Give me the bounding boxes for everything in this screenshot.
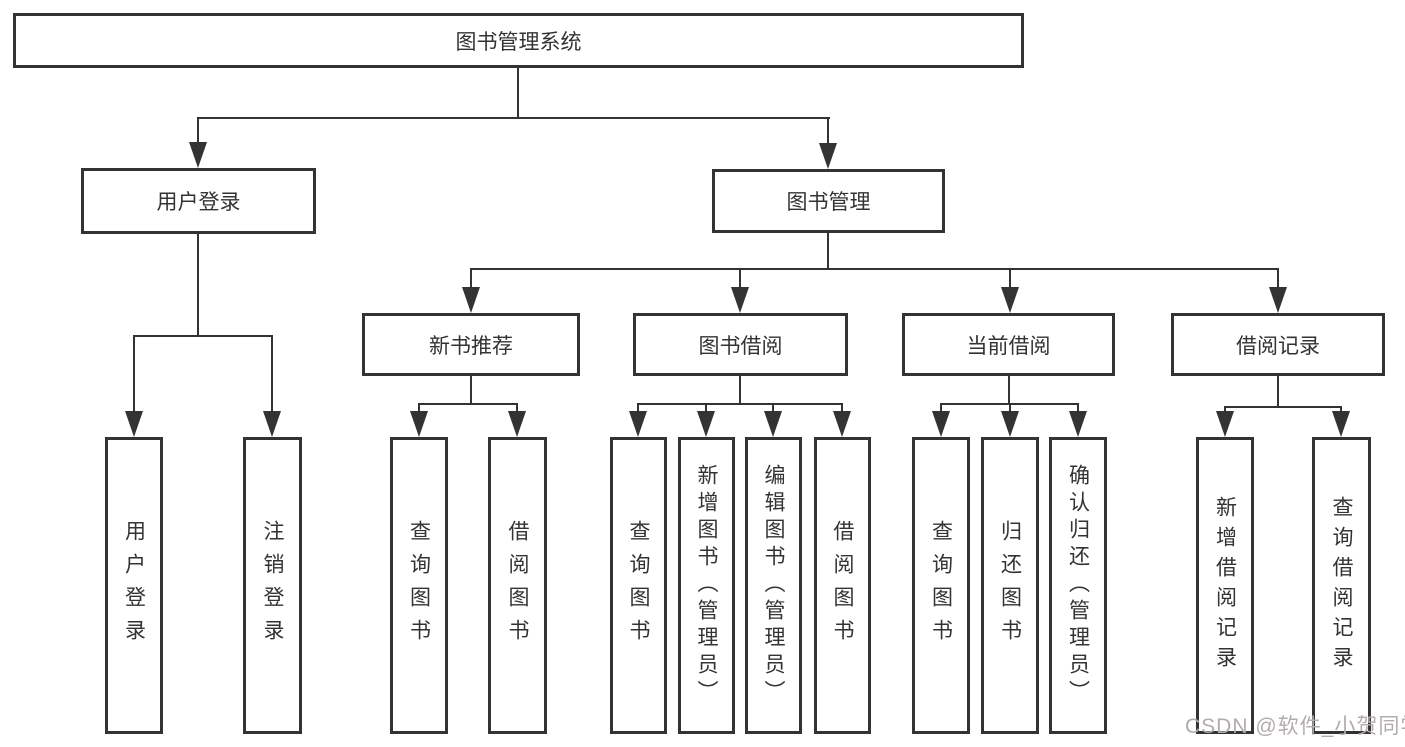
connector-borrow-drop-1 [637, 403, 639, 413]
leaf-current-query-book-label: 查询图书 [929, 519, 953, 652]
connector-root-drop-left [197, 117, 199, 147]
connector-recommend-stem [470, 376, 472, 405]
connector-record-drop-2 [1340, 406, 1342, 414]
connector-root-stem [517, 68, 519, 118]
node-book-borrow: 图书借阅 [633, 313, 848, 376]
leaf-current-query-book: 查询图书 [912, 437, 970, 734]
leaf-borrow-book: 借阅图书 [814, 437, 871, 734]
connector-borrow-hbar [638, 403, 843, 405]
connector-recommend-hbar [419, 403, 518, 405]
connector-borrow-stem [739, 376, 741, 405]
leaf-logout-label: 注销登录 [261, 519, 284, 652]
node-user-login: 用户登录 [81, 168, 316, 234]
connector-root-hbar [198, 117, 830, 119]
arrow-to-borrow-record [1269, 287, 1287, 313]
connector-current-drop-1 [940, 403, 942, 413]
arrow-current-leaf-1 [932, 411, 950, 437]
csdn-watermark: CSDN @软件_小贺同学 [1185, 715, 1405, 738]
connector-record-hbar [1225, 406, 1342, 408]
leaf-recommend-query-book: 查询图书 [390, 437, 448, 734]
leaf-query-borrow-record-label: 查询借阅记录 [1330, 495, 1353, 676]
leaf-return-book-label: 归还图书 [998, 519, 1022, 652]
arrow-recommend-leaf-1 [410, 411, 428, 437]
leaf-add-book-admin: 新增图书（管理员） [678, 437, 735, 734]
connector-record-stem [1277, 376, 1279, 408]
arrow-to-leaf-logout [263, 411, 281, 437]
leaf-edit-book-admin-label: 编辑图书（管理员） [762, 464, 785, 707]
arrow-borrow-leaf-2 [697, 411, 715, 437]
arrow-to-current-borrow [1001, 287, 1019, 313]
leaf-logout: 注销登录 [243, 437, 302, 734]
arrow-to-book-management [819, 143, 837, 169]
leaf-confirm-return-admin-label: 确认归还（管理员） [1066, 464, 1090, 707]
connector-root-drop-right [827, 117, 829, 147]
node-book-management: 图书管理 [712, 169, 945, 233]
leaf-borrow-book-label: 借阅图书 [831, 519, 854, 652]
connector-record-drop-1 [1224, 406, 1226, 414]
leaf-query-borrow-record: 查询借阅记录 [1312, 437, 1371, 734]
arrow-record-leaf-1 [1216, 411, 1234, 437]
arrow-borrow-leaf-1 [629, 411, 647, 437]
arrow-to-leaf-user-login [125, 411, 143, 437]
arrow-current-leaf-3 [1069, 411, 1087, 437]
connector-borrow-drop-2 [705, 403, 707, 413]
arrow-to-book-borrow [731, 287, 749, 313]
connector-book-mgmt-stem [827, 233, 829, 270]
connector-current-drop-3 [1077, 403, 1079, 413]
arrow-borrow-leaf-3 [764, 411, 782, 437]
leaf-confirm-return-admin: 确认归还（管理员） [1049, 437, 1107, 734]
node-current-borrow: 当前借阅 [902, 313, 1115, 376]
connector-borrow-drop-3 [772, 403, 774, 413]
connector-user-login-drop-1 [133, 335, 135, 415]
leaf-recommend-borrow-book-label: 借阅图书 [506, 519, 529, 652]
leaf-edit-book-admin: 编辑图书（管理员） [745, 437, 802, 734]
node-borrow-record: 借阅记录 [1171, 313, 1385, 376]
connector-user-login-hbar [134, 335, 273, 337]
connector-book-mgmt-hbar [470, 268, 1279, 270]
leaf-add-borrow-record-label: 新增借阅记录 [1213, 495, 1237, 676]
connector-book-mgmt-drop-1 [470, 268, 472, 292]
leaf-recommend-borrow-book: 借阅图书 [488, 437, 547, 734]
leaf-user-login: 用户登录 [105, 437, 163, 734]
arrow-record-leaf-2 [1332, 411, 1350, 437]
leaf-return-book: 归还图书 [981, 437, 1039, 734]
arrow-to-user-login [189, 142, 207, 168]
connector-user-login-drop-2 [271, 335, 273, 415]
leaf-add-borrow-record: 新增借阅记录 [1196, 437, 1254, 734]
connector-recommend-drop-2 [516, 403, 518, 413]
connector-borrow-drop-4 [841, 403, 843, 413]
arrow-borrow-leaf-4 [833, 411, 851, 437]
connector-current-drop-2 [1009, 403, 1011, 413]
leaf-borrow-query-book: 查询图书 [610, 437, 667, 734]
connector-recommend-drop-1 [418, 403, 420, 413]
arrow-current-leaf-2 [1001, 411, 1019, 437]
leaf-borrow-query-book-label: 查询图书 [627, 519, 650, 652]
node-root-library-system: 图书管理系统 [13, 13, 1024, 68]
leaf-user-login-label: 用户登录 [122, 519, 146, 652]
connector-user-login-stem [197, 234, 199, 337]
connector-book-mgmt-drop-2 [739, 268, 741, 292]
connector-book-mgmt-drop-3 [1009, 268, 1011, 292]
connector-book-mgmt-drop-4 [1277, 268, 1279, 292]
arrow-to-new-book-recommend [462, 287, 480, 313]
leaf-add-book-admin-label: 新增图书（管理员） [695, 464, 718, 707]
arrow-recommend-leaf-2 [508, 411, 526, 437]
node-new-book-recommend: 新书推荐 [362, 313, 580, 376]
leaf-recommend-query-book-label: 查询图书 [407, 519, 431, 652]
connector-current-stem [1008, 376, 1010, 405]
